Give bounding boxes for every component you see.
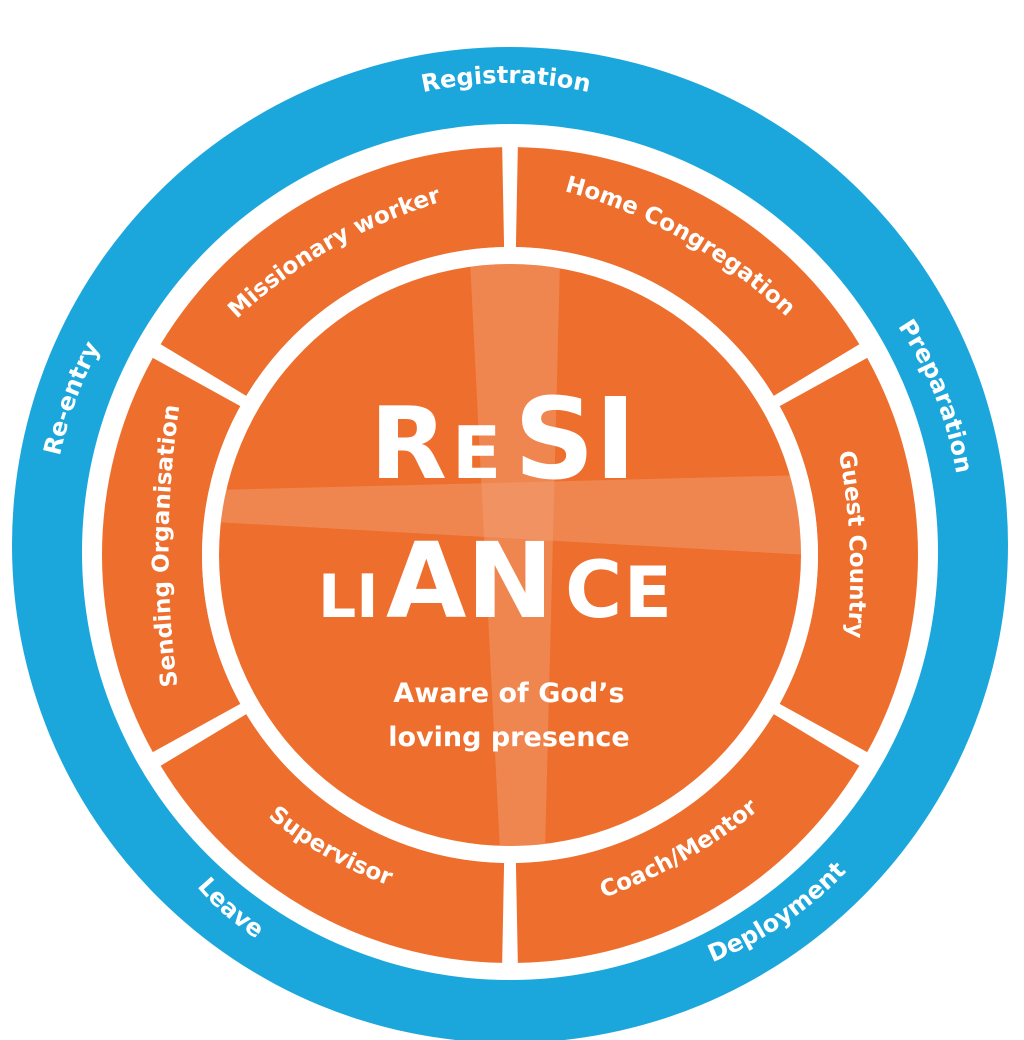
segment-home-congregation-block — [515, 147, 860, 396]
center-disc — [219, 264, 801, 846]
segment-guest-country-block — [779, 357, 919, 753]
segment-sending-organisation-block — [102, 357, 241, 753]
wordmark-an: AN — [386, 520, 554, 642]
wordmark-r: R — [370, 385, 447, 502]
wordmark-c: C — [565, 546, 622, 636]
segment-missionary-worker-block — [160, 147, 505, 396]
middle-ring-segments — [102, 147, 919, 963]
wordmark-si: SI — [514, 375, 636, 505]
wordmark-li: LI — [318, 562, 379, 632]
segment-supervisor-block — [160, 714, 505, 963]
segment-coach-mentor-block — [515, 714, 860, 963]
wordmark-e-top: E — [452, 411, 501, 495]
resilience-wordmark: R E SI LI AN C E — [318, 375, 672, 642]
cross-vertical — [470, 264, 560, 846]
tagline-line-1: Aware of God’s — [393, 678, 624, 709]
wordmark-e-bottom: E — [624, 552, 672, 634]
cross-horizontal — [219, 475, 801, 555]
cross-highlight — [219, 264, 801, 846]
tagline-line-2: loving presence — [388, 722, 629, 753]
